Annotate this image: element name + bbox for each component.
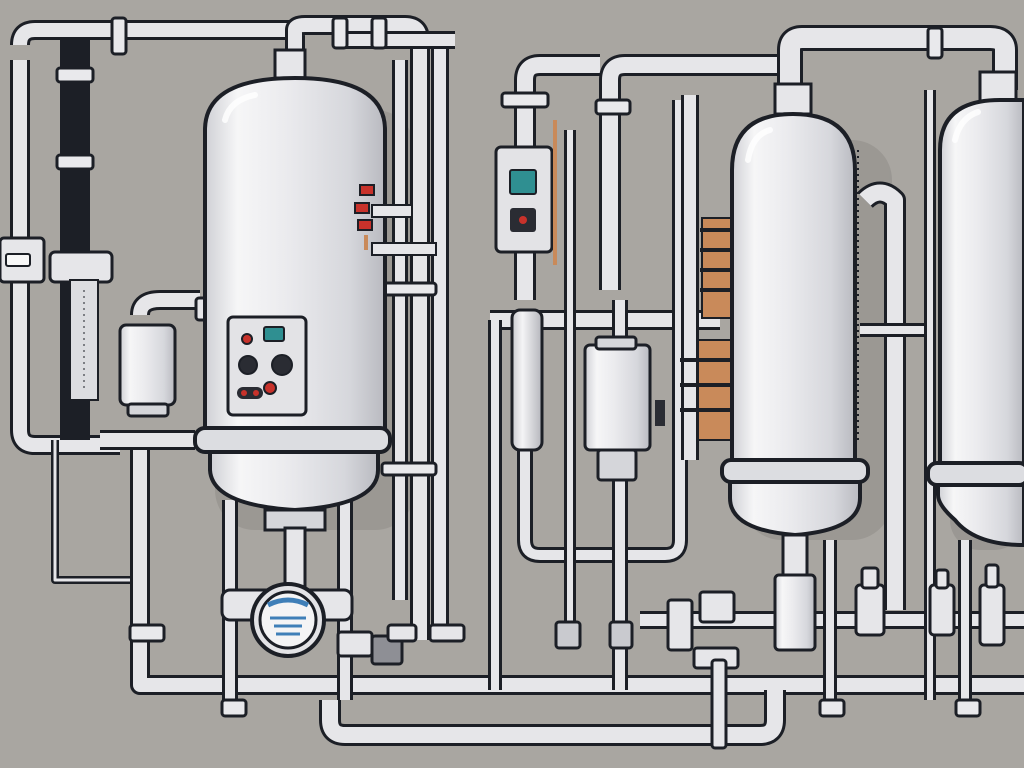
tank1-side-valves: [354, 184, 437, 256]
bottom-valves-right: [666, 563, 1006, 750]
pressure-gauge-icon: [220, 582, 354, 658]
tank-icon: [926, 70, 1024, 548]
pipe-collars: [55, 16, 982, 718]
thermostat-icon: [494, 120, 557, 265]
tank-icon: [720, 82, 870, 652]
filter-housing: [510, 308, 665, 482]
bottom-fittings-left: [336, 620, 634, 666]
side-controller: [0, 236, 114, 284]
level-indicator: [69, 279, 99, 401]
pipe-network-back: [10, 15, 1024, 746]
valve-icon: [118, 290, 214, 418]
control-panel-icon: [226, 315, 308, 417]
